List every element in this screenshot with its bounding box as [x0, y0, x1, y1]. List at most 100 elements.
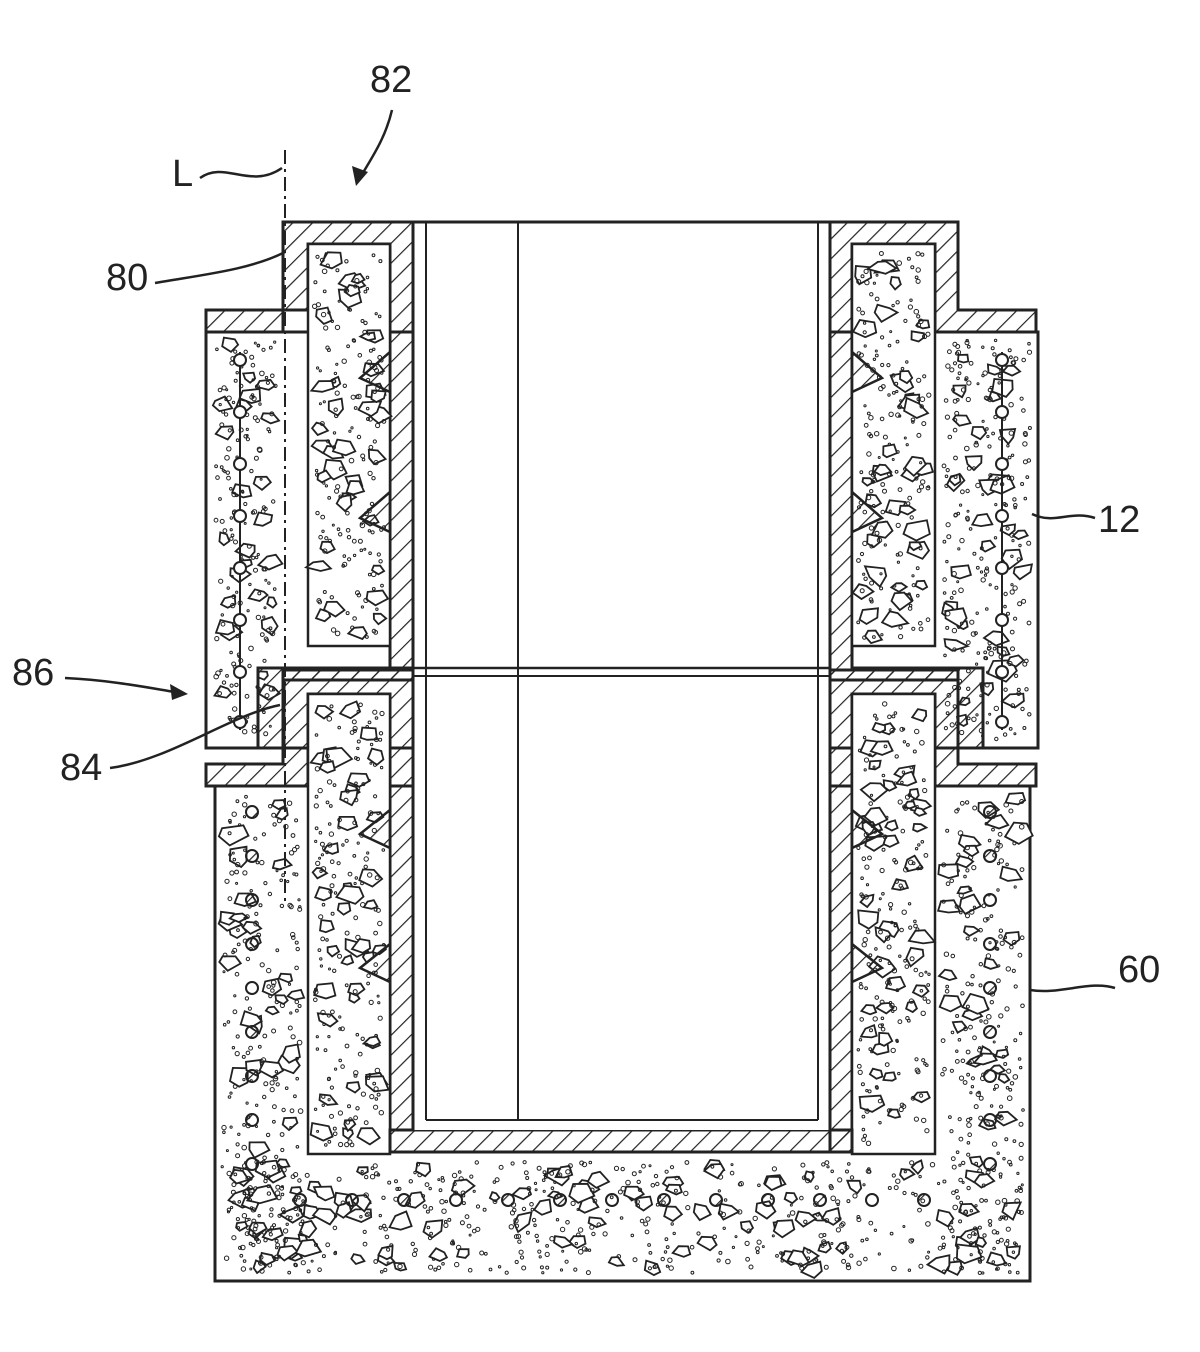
- aggregate-grain: [942, 1066, 947, 1072]
- aggregate-grain: [454, 1261, 460, 1268]
- aggregate-grain: [314, 794, 319, 799]
- aggregate-grain: [289, 1126, 293, 1130]
- aggregate-grain: [250, 393, 255, 397]
- aggregate-grain: [293, 1094, 297, 1099]
- aggregate-grain: [365, 725, 370, 729]
- aggregate-grain: [254, 920, 258, 924]
- aggregate-stone: [455, 1248, 470, 1259]
- aggregate-grain: [280, 1185, 284, 1189]
- aggregate-grain: [970, 974, 975, 979]
- aggregate-grain: [965, 913, 970, 919]
- aggregate-grain: [220, 1165, 224, 1169]
- aggregate-grain: [235, 590, 239, 594]
- aggregate-grain: [856, 279, 862, 285]
- aggregate-grain: [989, 1104, 994, 1108]
- aggregate-grain: [641, 1163, 646, 1169]
- aggregate-grain: [994, 476, 1000, 482]
- aggregate-grain: [214, 464, 219, 469]
- aggregate-grain: [255, 1125, 258, 1128]
- aggregate-grain: [329, 883, 335, 889]
- aggregate-grain: [744, 1240, 750, 1247]
- aggregate-grain: [348, 429, 352, 433]
- aggregate-grain: [954, 351, 960, 356]
- aggregate-grain: [951, 1235, 955, 1239]
- aggregate-grain: [335, 268, 340, 273]
- aggregate-grain: [289, 1011, 293, 1015]
- aggregate-grain: [963, 874, 967, 879]
- aggregate-grain: [243, 848, 247, 852]
- aggregate-grain: [943, 653, 947, 658]
- aggregate-stone: [997, 1073, 1011, 1084]
- aggregate-grain: [896, 560, 901, 564]
- aggregate-grain: [968, 886, 972, 891]
- upper-left-keys: [357, 349, 392, 534]
- aggregate-grain: [585, 1270, 591, 1276]
- aggregate-grain: [319, 841, 325, 847]
- aggregate-grain: [617, 1189, 623, 1195]
- aggregate-grain: [887, 961, 892, 966]
- aggregate-grain: [241, 1054, 246, 1059]
- aggregate-grain: [637, 1187, 643, 1193]
- aggregate-grain: [829, 1185, 834, 1191]
- aggregate-grain: [941, 1235, 946, 1240]
- aggregate-grain: [235, 1217, 240, 1222]
- aggregate-grain: [315, 472, 320, 477]
- aggregate-grain: [898, 954, 902, 958]
- rebar-section: [293, 1193, 307, 1207]
- aggregate-grain: [381, 848, 386, 852]
- aggregate-grain: [664, 1169, 669, 1174]
- aggregate-grain: [368, 1073, 372, 1076]
- aggregate-grain: [969, 1241, 973, 1246]
- aggregate-grain: [1006, 444, 1010, 448]
- aggregate-grain: [579, 1160, 585, 1166]
- aggregate-grain: [992, 1087, 996, 1091]
- aggregate-grain: [881, 847, 886, 852]
- aggregate-stone: [532, 1198, 553, 1216]
- aggregate-grain: [329, 1113, 334, 1119]
- aggregate-grain: [220, 613, 225, 617]
- aggregate-grain: [1021, 408, 1026, 413]
- aggregate-grain: [986, 434, 990, 439]
- aggregate-grain: [1010, 646, 1015, 652]
- aggregate-stone: [322, 600, 346, 618]
- aggregate-grain: [907, 304, 914, 310]
- aggregate-grain: [998, 1013, 1004, 1019]
- aggregate-grain: [896, 260, 903, 266]
- aggregate-grain: [883, 744, 888, 749]
- aggregate-grain: [294, 999, 300, 1005]
- aggregate-grain: [824, 1218, 830, 1223]
- rebar-section: [501, 1193, 515, 1207]
- aggregate-stone: [362, 899, 379, 910]
- aggregate-grain: [269, 1087, 275, 1093]
- aggregate-grain: [513, 1234, 519, 1240]
- aggregate-grain: [895, 339, 900, 344]
- aggregate-grain: [235, 371, 239, 375]
- aggregate-grain: [1004, 1006, 1010, 1012]
- aggregate-stone: [902, 519, 931, 542]
- aggregate-grain: [452, 1181, 457, 1187]
- aggregate-grain: [968, 1061, 972, 1065]
- aggregate-grain: [893, 1185, 899, 1191]
- aggregate-grain: [226, 1207, 232, 1213]
- aggregate-grain: [917, 843, 921, 847]
- aggregate-grain: [352, 616, 357, 621]
- aggregate-grain: [922, 333, 928, 340]
- aggregate-grain: [993, 705, 999, 712]
- aggregate-grain: [589, 1187, 595, 1193]
- aggregate-grain: [997, 831, 1003, 837]
- aggregate-grain: [378, 259, 383, 264]
- aggregate-stone: [899, 370, 914, 385]
- aggregate-grain: [1016, 1209, 1022, 1215]
- aggregate-grain: [874, 995, 880, 1000]
- aggregate-stone: [878, 1031, 894, 1047]
- aggregate-stone: [358, 868, 384, 888]
- aggregate-grain: [860, 1082, 865, 1087]
- aggregate-grain: [341, 843, 345, 847]
- aggregate-grain: [226, 1020, 231, 1024]
- aggregate-grain: [334, 1067, 338, 1071]
- aggregate-grain: [872, 1016, 878, 1022]
- aggregate-grain: [811, 1170, 815, 1175]
- aggregate-grain: [856, 1217, 862, 1223]
- aggregate-grain: [890, 920, 894, 925]
- aggregate-grain: [255, 860, 260, 865]
